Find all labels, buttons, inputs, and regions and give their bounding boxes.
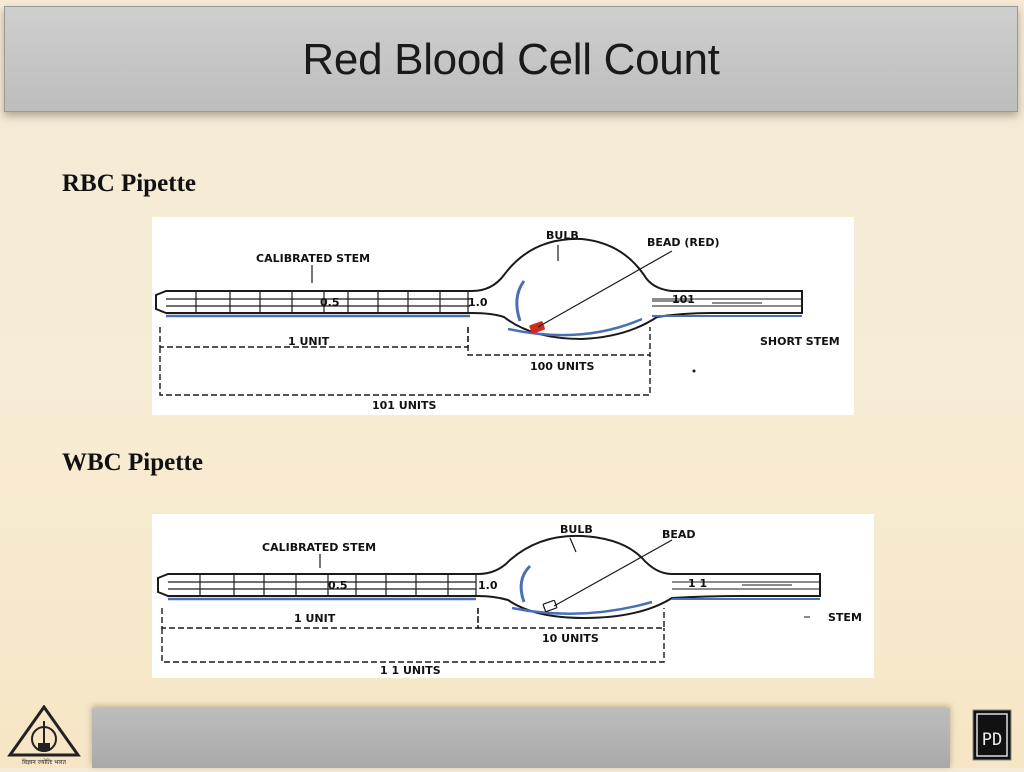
wbc-label-bead: BEAD: [662, 528, 696, 541]
rbc-pipette-diagram: CALIBRATED STEM BULB BEAD (RED) 0.5 1.0 …: [152, 217, 854, 415]
wbc-label-stem: STEM: [828, 611, 862, 624]
footer-bar: [92, 708, 950, 768]
rbc-label-total-units: 101 UNITS: [372, 399, 437, 412]
wbc-label-bulb: BULB: [560, 523, 593, 536]
rbc-label-one-unit: 1 UNIT: [288, 335, 330, 348]
institution-logo: विज्ञान ज्योतिः भारत: [6, 704, 82, 767]
logo-caption: विज्ञान ज्योतिः भारत: [22, 758, 66, 766]
wbc-mark-11: 1 1: [688, 577, 707, 590]
wbc-label-calibrated-stem: CALIBRATED STEM: [262, 541, 376, 554]
wbc-label-one-unit: 1 UNIT: [294, 612, 336, 625]
wbc-pipette-diagram: CALIBRATED STEM BULB BEAD 0.5 1.0 1 1 1 …: [152, 514, 874, 678]
pd-logo: PD: [972, 709, 1012, 761]
rbc-label-bead: BEAD (RED): [647, 236, 720, 249]
rbc-mark-05: 0.5: [320, 296, 340, 309]
page-title: Red Blood Cell Count: [302, 35, 720, 84]
wbc-mark-05: 0.5: [328, 579, 348, 592]
wbc-label-total-units: 1 1 UNITS: [380, 664, 441, 677]
rbc-mark-10: 1.0: [468, 296, 488, 309]
wbc-heading: WBC Pipette: [62, 449, 203, 476]
wbc-mark-10: 1.0: [478, 579, 498, 592]
title-bar: Red Blood Cell Count: [4, 6, 1018, 112]
rbc-label-bulb: BULB: [546, 229, 579, 242]
wbc-label-ten-units: 10 UNITS: [542, 632, 599, 645]
rbc-label-calibrated-stem: CALIBRATED STEM: [256, 252, 370, 265]
rbc-bead: [529, 321, 546, 334]
rbc-label-hundred-units: 100 UNITS: [530, 360, 595, 373]
rbc-heading: RBC Pipette: [62, 170, 196, 197]
rbc-mark-101: 101: [672, 293, 695, 306]
rbc-label-short-stem: SHORT STEM: [760, 335, 840, 348]
pd-logo-text: PD: [982, 730, 1002, 750]
wbc-bead: [542, 599, 558, 613]
